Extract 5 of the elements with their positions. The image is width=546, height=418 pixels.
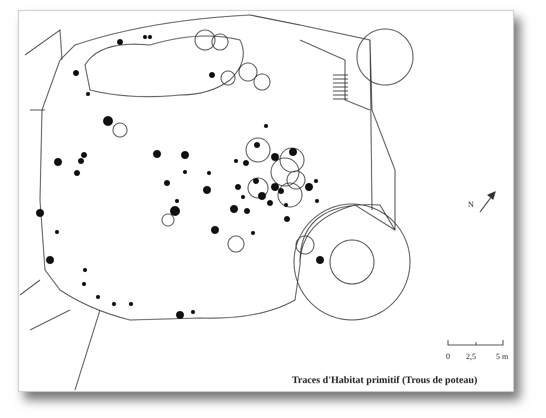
north-label: N bbox=[468, 200, 474, 209]
scale-label: 5 m bbox=[496, 352, 508, 361]
scale-label: 0 bbox=[446, 352, 450, 361]
scale-label: 2,5 bbox=[466, 352, 476, 361]
caption: Traces d'Habitat primitif (Trous de poteau) bbox=[292, 375, 478, 386]
